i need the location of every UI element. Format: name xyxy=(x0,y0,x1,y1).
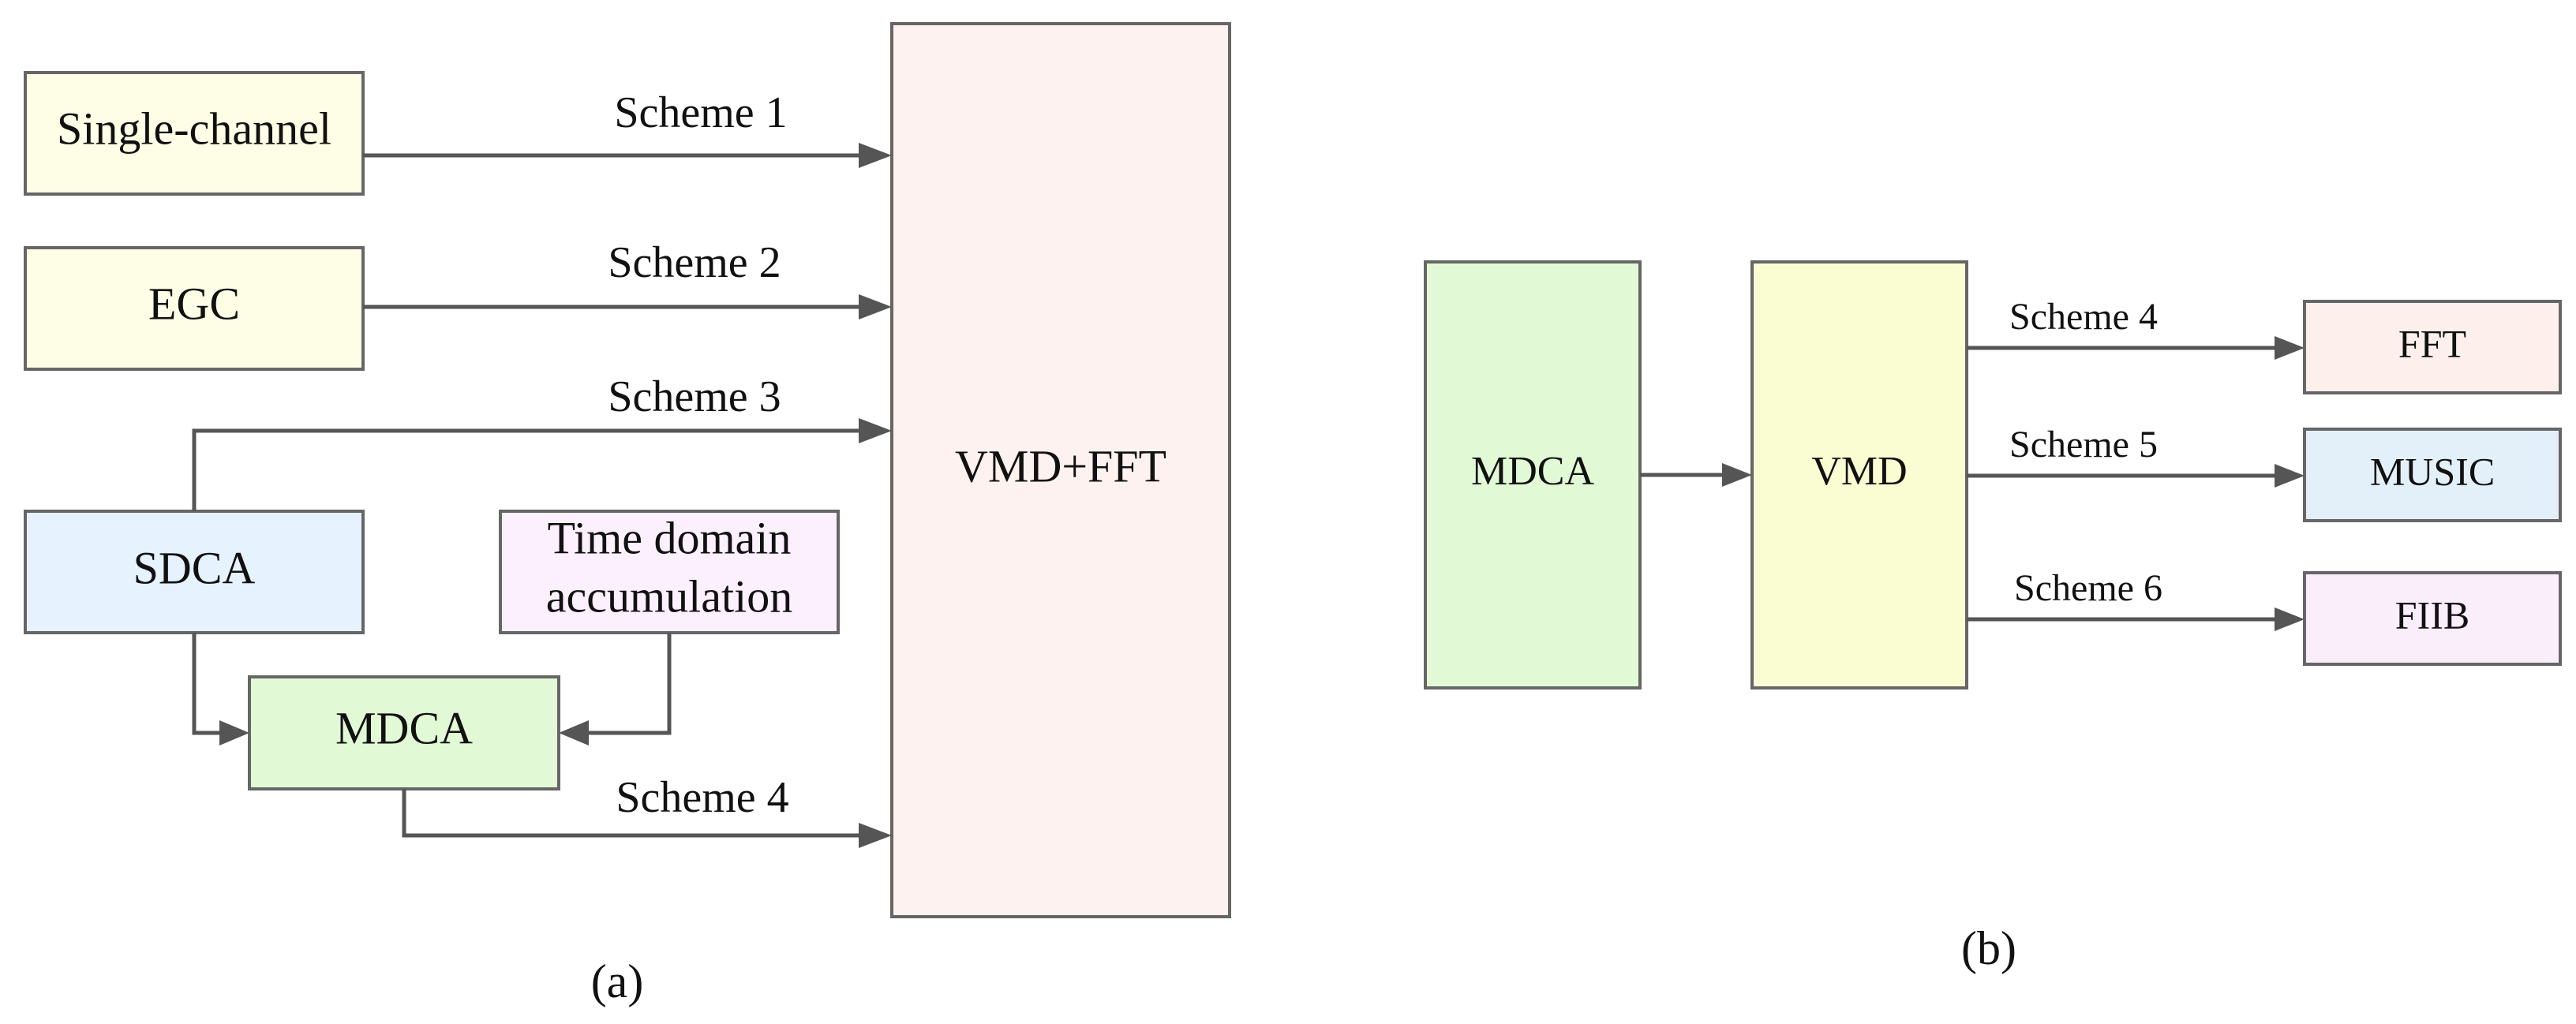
scheme5-arrowhead xyxy=(2275,464,2305,488)
scheme5-label: Scheme 5 xyxy=(2009,424,2158,465)
vmd-fft-label: VMD+FFT xyxy=(955,440,1166,491)
node-music: MUSIC xyxy=(2303,428,2562,522)
panel-a: Single-channel EGC SDCA Time domain accu… xyxy=(24,22,1231,1007)
connector-scheme3: Scheme 3 xyxy=(192,372,892,511)
scheme6-arrowhead xyxy=(2275,607,2305,631)
sdca-to-mdca-line xyxy=(192,633,223,735)
single-channel-label: Single-channel xyxy=(57,103,331,154)
scheme4-b-label: Scheme 4 xyxy=(2009,296,2158,338)
mdca-to-vmd-arrowhead xyxy=(1722,463,1752,487)
scheme2-arrowhead xyxy=(859,294,892,320)
fft-label: FFT xyxy=(2398,321,2466,365)
vmd-fft-box xyxy=(890,22,1231,918)
node-mdca-b: MDCA xyxy=(1424,260,1642,690)
connector-mdca-to-vmd xyxy=(1640,463,1752,487)
egc-box xyxy=(24,246,365,371)
connector-scheme4-b: Scheme 4 xyxy=(1967,296,2305,360)
node-time-domain-accumulation: Time domain accumulation xyxy=(499,510,840,634)
fiib-label: FIIB xyxy=(2395,592,2469,637)
scheme4-a-label: Scheme 4 xyxy=(616,773,788,822)
scheme3-line xyxy=(192,428,863,511)
node-mdca-a: MDCA xyxy=(248,675,560,790)
scheme4-b-arrowhead xyxy=(2275,336,2305,360)
scheme4-a-arrowhead xyxy=(859,823,892,848)
time-domain-label-line2: accumulation xyxy=(546,570,792,622)
caption-b: (b) xyxy=(1961,922,2016,974)
single-channel-box xyxy=(24,71,365,196)
music-label: MUSIC xyxy=(2370,449,2495,493)
scheme1-arrowhead xyxy=(859,143,892,168)
sdca-label: SDCA xyxy=(133,542,256,593)
connector-scheme5: Scheme 5 xyxy=(1967,424,2305,488)
mdca-b-label: MDCA xyxy=(1471,449,1594,494)
scheme6-label: Scheme 6 xyxy=(2014,567,2162,609)
scheme2-label: Scheme 2 xyxy=(608,238,781,287)
time-domain-box xyxy=(499,510,840,634)
node-vmd: VMD xyxy=(1750,260,1968,690)
vmd-label: VMD xyxy=(1811,449,1907,494)
connector-sdca-to-mdca xyxy=(192,633,249,746)
node-sdca: SDCA xyxy=(24,510,365,634)
fiib-box xyxy=(2303,571,2562,666)
time-domain-to-mdca-line xyxy=(587,633,672,735)
vmd-box xyxy=(1750,260,1968,690)
node-vmd-fft: VMD+FFT xyxy=(890,22,1231,918)
panel-b: MDCA VMD FFT MUSIC FIIB xyxy=(1424,260,2562,974)
connector-scheme4-a: Scheme 4 xyxy=(402,773,892,848)
connector-scheme6: Scheme 6 xyxy=(1967,567,2305,631)
caption-a: (a) xyxy=(591,955,644,1007)
connector-scheme1: Scheme 1 xyxy=(363,88,892,168)
mdca-a-label: MDCA xyxy=(335,702,473,753)
fft-box xyxy=(2303,300,2562,394)
node-fft: FFT xyxy=(2303,300,2562,394)
egc-label: EGC xyxy=(148,278,240,329)
scheme1-label: Scheme 1 xyxy=(614,88,787,137)
time-domain-to-mdca-arrowhead xyxy=(559,720,589,746)
node-single-channel: Single-channel xyxy=(24,71,365,196)
time-domain-label-line1: Time domain xyxy=(548,512,792,563)
connector-time-domain-to-mdca xyxy=(559,633,672,746)
connector-scheme2: Scheme 2 xyxy=(363,238,892,320)
music-box xyxy=(2303,428,2562,522)
node-egc: EGC xyxy=(24,246,365,371)
node-fiib: FIIB xyxy=(2303,571,2562,666)
scheme3-arrowhead xyxy=(859,418,892,443)
scheme4-a-line xyxy=(402,789,863,838)
sdca-to-mdca-arrowhead xyxy=(219,720,249,746)
scheme3-label: Scheme 3 xyxy=(608,372,781,421)
